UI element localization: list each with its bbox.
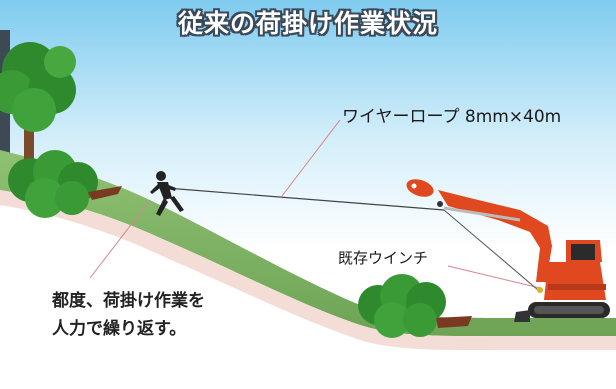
wire-label-leader — [281, 119, 341, 197]
note-leader — [89, 199, 151, 279]
winch-label-leader — [447, 265, 541, 289]
page-title: 従来の荷掛け作業状況 — [177, 9, 438, 38]
wire-rope — [165, 187, 445, 211]
winch-label: 既存ウインチ — [338, 249, 429, 267]
excavator — [406, 179, 610, 322]
manual-work-note: 都度、荷掛け作業を 人力で繰り返す。 — [52, 287, 205, 343]
wire-rope-label: ワイヤーロープ 8mm×40m — [342, 107, 562, 127]
worker — [150, 171, 184, 216]
manual-work-note-line1: 都度、荷掛け作業を — [52, 291, 205, 311]
manual-work-note-line2: 人力で繰り返す。 — [52, 319, 187, 339]
bush-right — [358, 274, 472, 338]
tree-left — [0, 42, 76, 165]
bush-left — [8, 150, 122, 218]
wire-rope-drop — [443, 209, 539, 291]
